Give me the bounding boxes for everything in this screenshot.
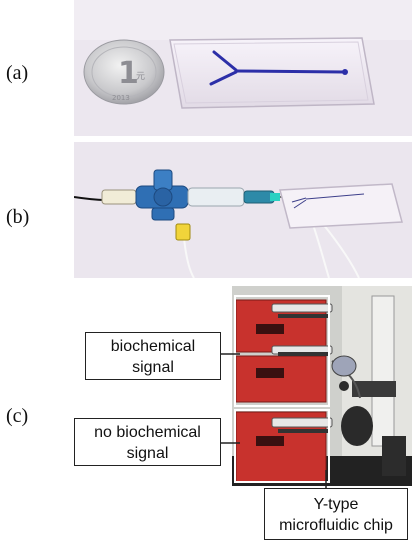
coin-year: 2013 bbox=[112, 94, 130, 102]
callout-biochemical-line1: biochemical bbox=[110, 338, 196, 355]
callout-no-biochemical-line2: signal bbox=[126, 445, 169, 462]
callout-no-biochemical-line1: no biochemical bbox=[94, 424, 201, 441]
pump-group-lower bbox=[235, 411, 333, 483]
pump-group-upper bbox=[235, 299, 333, 403]
callout-chip-line1: Y-type bbox=[313, 496, 359, 513]
highlight-frame-upper bbox=[234, 295, 330, 407]
coin-denomination: 1 bbox=[118, 56, 139, 91]
callout-no-biochemical-signal: no biochemical signal bbox=[74, 418, 221, 466]
panel-label-c: (c) bbox=[6, 405, 29, 427]
panel-label-a: (a) bbox=[6, 62, 29, 84]
clear-adapter bbox=[187, 187, 245, 207]
glass-chip bbox=[169, 37, 375, 109]
callout-biochemical-signal: biochemical signal bbox=[85, 332, 221, 380]
highlight-frame-lower bbox=[234, 409, 330, 483]
channel-outlet bbox=[342, 69, 348, 75]
y-channel bbox=[209, 50, 346, 86]
coin bbox=[83, 39, 165, 105]
panel-label-b: (b) bbox=[6, 206, 30, 228]
coin-unit: 元 bbox=[136, 72, 145, 82]
glass-chip-connected bbox=[279, 183, 403, 229]
luer-connector bbox=[101, 189, 137, 205]
photo-connected-chip bbox=[74, 142, 412, 278]
callout-chip-line2: microfluidic chip bbox=[279, 517, 393, 534]
photo-chip-and-coin: 1 元 2013 bbox=[74, 0, 412, 136]
callout-microfluidic-chip: Y-type microfluidic chip bbox=[264, 488, 408, 540]
photo-syringe-pumps bbox=[232, 286, 412, 486]
yellow-connector bbox=[175, 223, 191, 241]
callout-biochemical-line2: signal bbox=[132, 359, 174, 376]
